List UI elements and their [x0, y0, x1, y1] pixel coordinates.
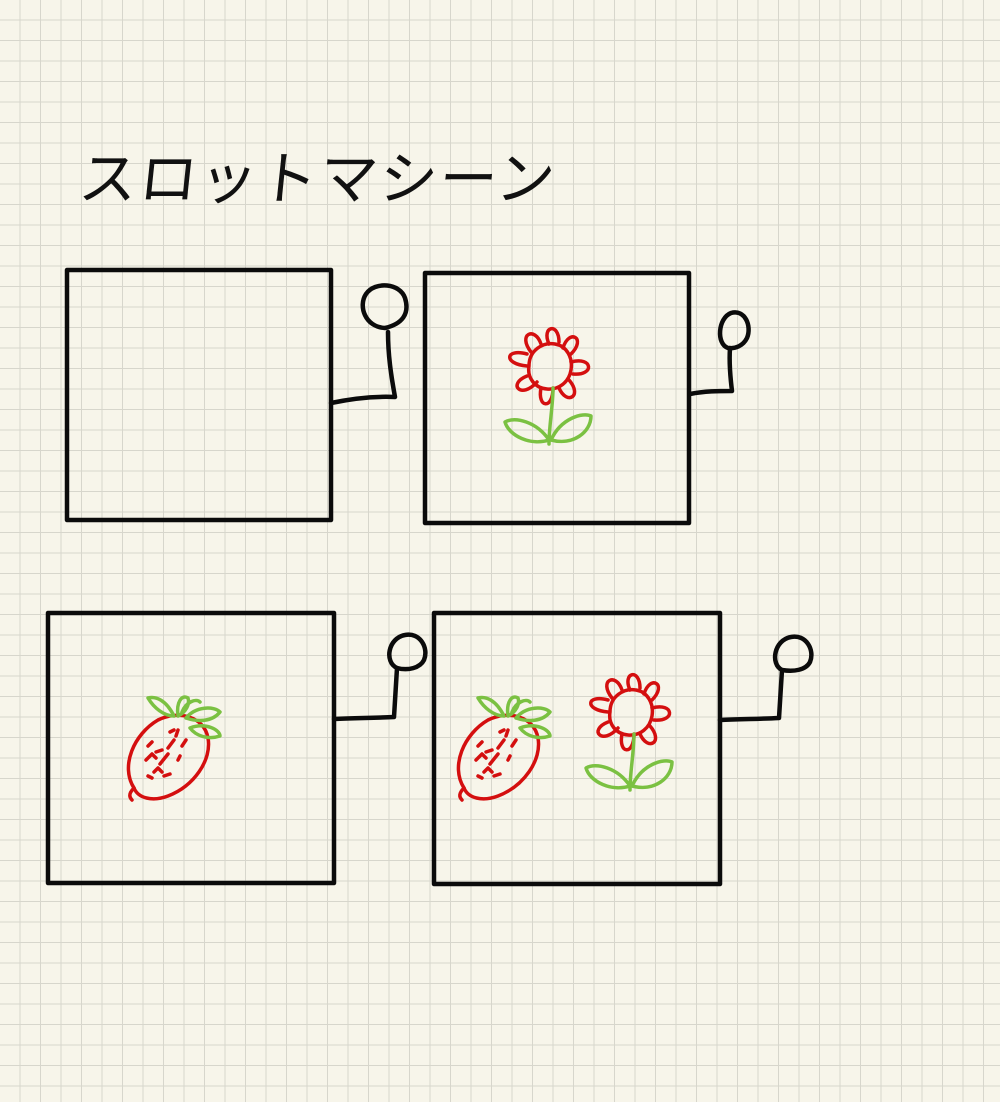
slot-lever-2-knob [717, 310, 751, 351]
slot-lever-4-knob [772, 634, 814, 673]
slot-lever-1-arm [328, 329, 398, 406]
slot-frame-4 [431, 610, 814, 887]
slot-lever-1-knob [360, 283, 409, 331]
slot-frame-1 [64, 267, 409, 523]
slot-lever-3-arm [331, 665, 400, 722]
strawberry-icon [456, 695, 552, 802]
slot-lever-2-arm [687, 345, 735, 397]
slot-lever-4-arm [717, 667, 785, 723]
flower-icon [503, 326, 593, 446]
slot-frame-2 [422, 270, 751, 526]
flower-icon [584, 672, 674, 792]
strawberry-icon [126, 695, 222, 802]
slot-lever-3-knob [387, 632, 428, 672]
slot-frame-3 [45, 610, 428, 886]
